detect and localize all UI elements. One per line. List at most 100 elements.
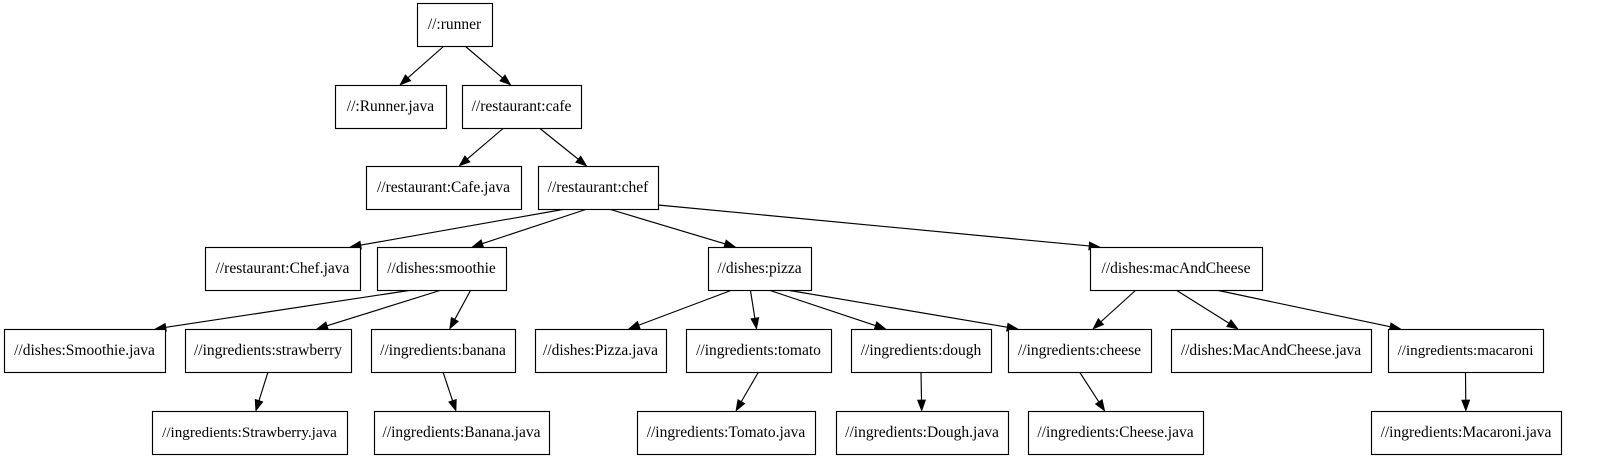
node-box[interactable] [685, 328, 833, 374]
graph-node-runner[interactable]: //:runner [416, 2, 494, 48]
node-label: //ingredients:Strawberry.java [162, 425, 337, 441]
graph-node-dishes_macandcheese[interactable]: //dishes:macAndCheese [1089, 246, 1264, 292]
arrowhead-icon [750, 317, 760, 330]
graph-node-ing_macaroni[interactable]: //ingredients:macaroni [1387, 328, 1545, 374]
graph-edge[interactable] [458, 127, 505, 167]
arrowhead-icon [873, 321, 887, 330]
node-label: //ingredients:Dough.java [845, 424, 999, 441]
node-box[interactable] [537, 165, 660, 211]
node-label: //dishes:Smoothie.java [14, 342, 155, 359]
node-box[interactable] [636, 410, 817, 456]
node-box[interactable] [376, 246, 508, 292]
node-label: //:runner [428, 16, 482, 33]
node-label: //ingredients:tomato [696, 342, 821, 359]
node-box[interactable] [204, 246, 362, 292]
graph-edge[interactable] [1175, 289, 1239, 330]
node-label: //ingredients:dough [861, 342, 982, 359]
graph-edge[interactable] [627, 289, 733, 330]
graph-edge[interactable] [1461, 371, 1471, 412]
node-label: //ingredients:banana [380, 342, 506, 359]
graph-node-dishes_pizza_java[interactable]: //dishes:Pizza.java [534, 328, 668, 374]
node-label: //ingredients:Macaroni.java [1381, 424, 1552, 441]
graph-node-restaurant_chef[interactable]: //restaurant:chef [537, 165, 660, 211]
graph-node-restaurant_cafe_java[interactable]: //restaurant:Cafe.java [365, 165, 523, 211]
graph-node-dishes_mac_java[interactable]: //dishes:MacAndCheese.java [1170, 328, 1373, 374]
graph-edge[interactable] [315, 289, 442, 330]
graph-node-ing_macaroni_java[interactable]: //ingredients:Macaroni.java [1370, 410, 1563, 456]
node-box[interactable] [1370, 410, 1563, 456]
graph-node-restaurant_chef_java[interactable]: //restaurant:Chef.java [204, 246, 362, 292]
node-box[interactable] [373, 410, 551, 456]
node-box[interactable] [1007, 328, 1153, 374]
node-label: //ingredients:Cheese.java [1037, 424, 1193, 441]
graph-edge[interactable] [254, 371, 269, 412]
node-box[interactable] [151, 410, 349, 456]
graph-node-ing_tomato_java[interactable]: //ingredients:Tomato.java [636, 410, 817, 456]
node-box[interactable] [850, 328, 993, 374]
node-box[interactable] [1170, 328, 1373, 374]
node-label: //ingredients:cheese [1018, 342, 1141, 359]
graph-edge[interactable] [464, 45, 512, 86]
arrowhead-icon [723, 239, 737, 249]
graph-node-runner_java[interactable]: //:Runner.java [334, 84, 448, 130]
graph-edge[interactable] [786, 289, 1019, 332]
node-box[interactable] [1089, 246, 1264, 292]
graph-node-ing_banana_java[interactable]: //ingredients:Banana.java [373, 410, 551, 456]
graph-edge[interactable] [916, 371, 927, 412]
graph-edge[interactable] [442, 371, 457, 412]
node-label: //restaurant:Chef.java [216, 260, 350, 277]
graph-node-ing_dough_java[interactable]: //ingredients:Dough.java [835, 410, 1010, 456]
node-box[interactable] [184, 328, 353, 374]
graph-node-dishes_smoothie[interactable]: //dishes:smoothie [376, 246, 508, 292]
node-box[interactable] [835, 410, 1010, 456]
arrowhead-icon [916, 399, 927, 412]
node-box[interactable] [416, 2, 494, 48]
graph-node-ing_strawberry[interactable]: //ingredients:strawberry [184, 328, 353, 374]
graph-edge[interactable] [399, 45, 445, 86]
node-label: //ingredients:Banana.java [383, 424, 541, 441]
arrowhead-icon [471, 239, 485, 248]
node-label: //dishes:smoothie [387, 260, 496, 277]
node-box[interactable] [365, 165, 523, 211]
arrowhead-icon [1226, 319, 1239, 330]
graph-node-ing_strawberry_java[interactable]: //ingredients:Strawberry.java [151, 410, 349, 456]
arrowhead-icon [627, 320, 641, 330]
node-label: //restaurant:cafe [472, 98, 572, 115]
graph-node-ing_cheese_java[interactable]: //ingredients:Cheese.java [1027, 410, 1205, 456]
graph-edge[interactable] [735, 371, 759, 412]
graph-node-restaurant_cafe[interactable]: //restaurant:cafe [461, 84, 583, 130]
graph-edge[interactable] [1215, 289, 1402, 332]
graph-edge[interactable] [538, 127, 588, 167]
node-box[interactable] [370, 328, 517, 374]
node-box[interactable] [3, 328, 167, 374]
graph-edge[interactable] [608, 208, 737, 249]
graph-edge[interactable] [1079, 371, 1106, 412]
arrowhead-icon [448, 398, 457, 412]
graph-node-dishes_pizza[interactable]: //dishes:pizza [707, 246, 813, 292]
graph-edge[interactable] [349, 208, 566, 250]
node-label: //dishes:MacAndCheese.java [1181, 342, 1361, 359]
arrowhead-icon [254, 398, 264, 412]
graph-edge[interactable] [1092, 289, 1137, 330]
node-box[interactable] [1387, 328, 1545, 374]
graph-node-ing_dough[interactable]: //ingredients:dough [850, 328, 993, 374]
graph-node-ing_banana[interactable]: //ingredients:banana [370, 328, 517, 374]
node-box[interactable] [334, 84, 448, 130]
node-box[interactable] [707, 246, 813, 292]
graph-node-ing_cheese[interactable]: //ingredients:cheese [1007, 328, 1153, 374]
arrowhead-icon [735, 398, 746, 412]
node-label: //ingredients:Tomato.java [647, 424, 806, 441]
graph-edge[interactable] [749, 289, 760, 330]
graph-node-dishes_smoothie_java[interactable]: //dishes:Smoothie.java [3, 328, 167, 374]
node-box[interactable] [1027, 410, 1205, 456]
node-box[interactable] [461, 84, 583, 130]
node-box[interactable] [534, 328, 668, 374]
arrowhead-icon [1094, 399, 1106, 412]
arrowhead-icon [315, 321, 329, 330]
node-label: //ingredients:strawberry [194, 342, 342, 359]
graph-edge[interactable] [768, 289, 887, 330]
graph-node-ing_tomato[interactable]: //ingredients:tomato [685, 328, 833, 374]
graph-edge[interactable] [449, 289, 472, 330]
